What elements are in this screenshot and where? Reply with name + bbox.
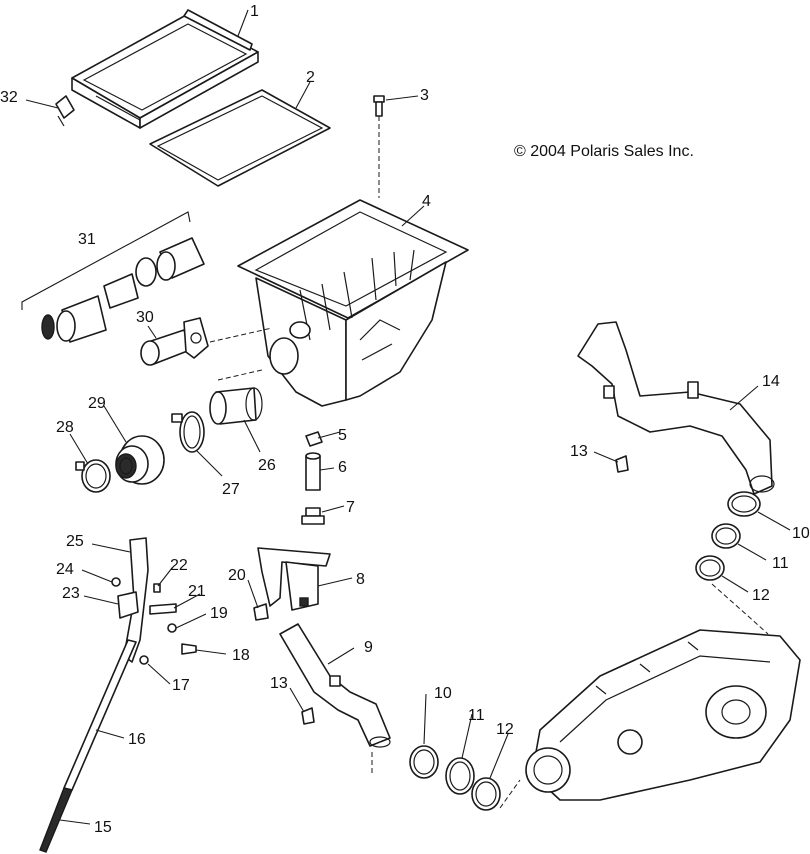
callout-22: 22: [170, 557, 188, 574]
callout-13-lower: 13: [270, 675, 288, 692]
seal-12-lower: [471, 777, 501, 811]
callout-10-right: 10: [792, 525, 810, 542]
lever-23: [117, 591, 139, 619]
filter-gasket: [149, 89, 331, 187]
screw-13-upper: [615, 455, 629, 473]
callout-26: 26: [258, 457, 276, 474]
screw-20: [253, 603, 269, 621]
callout-32: 32: [0, 89, 18, 106]
clamp-5: [305, 431, 323, 447]
drain-tube-6: [305, 452, 321, 491]
callout-17: 17: [172, 677, 190, 694]
callout-16: 16: [128, 731, 146, 748]
callout-5: 5: [338, 427, 347, 444]
callout-3: 3: [420, 87, 429, 104]
callout-7: 7: [346, 499, 355, 516]
clamp-11-lower: [445, 757, 475, 795]
callout-13-upper: 13: [570, 443, 588, 460]
nut-17: [139, 655, 149, 665]
screw-13-lower: [301, 707, 315, 725]
callout-9: 9: [364, 639, 373, 656]
callout-12-lower: 12: [496, 721, 514, 738]
outlet-duct-14: [577, 321, 773, 495]
callout-12-right: 12: [752, 587, 770, 604]
callout-14: 14: [762, 373, 780, 390]
intake-elbow: [140, 317, 209, 366]
hose-clamp-27: [171, 411, 205, 453]
callout-15: 15: [94, 819, 112, 836]
washer-24: [111, 577, 121, 587]
hose-clamp-28: [75, 459, 111, 493]
callout-8: 8: [356, 571, 365, 588]
clip-32: [55, 95, 75, 127]
callout-29: 29: [88, 395, 106, 412]
intake-kit: [41, 237, 205, 343]
callout-21: 21: [188, 583, 206, 600]
clamp-10-upper: [727, 491, 761, 517]
seal-12-upper: [695, 555, 725, 581]
copyright-notice: © 2004 Polaris Sales Inc.: [514, 143, 694, 160]
callout-11-lower: 11: [468, 707, 485, 724]
callout-labels: 1 2 3 4 5 6 7 8 9 10 10 11 11 12 12 13 1…: [0, 3, 810, 836]
callout-27: 27: [222, 481, 240, 498]
airbox: [237, 199, 469, 407]
callout-1: 1: [250, 3, 259, 20]
callout-19: 19: [210, 605, 228, 622]
callout-4: 4: [422, 193, 431, 210]
callout-25: 25: [66, 533, 84, 550]
callout-31: 31: [78, 231, 96, 248]
callout-23: 23: [62, 585, 80, 602]
screw-3: [373, 95, 385, 117]
leader-lines: [25, 9, 791, 825]
callout-30: 30: [136, 309, 154, 326]
clamp-11-upper: [711, 523, 741, 549]
callout-20: 20: [228, 567, 246, 584]
cvt-cover: [525, 629, 801, 801]
callout-24: 24: [56, 561, 74, 578]
callout-2: 2: [306, 69, 315, 86]
shaft-21: [149, 603, 177, 615]
clamp-10-lower: [409, 745, 439, 779]
bolt-18: [181, 643, 197, 655]
bracket-8: [257, 547, 331, 611]
callout-10-lower: 10: [434, 685, 452, 702]
intake-boot: [115, 435, 165, 485]
callout-6: 6: [338, 459, 347, 476]
drain-plug-7: [301, 507, 325, 525]
cable-16: [63, 639, 137, 791]
washer-19: [167, 623, 177, 633]
callout-11-right: 11: [772, 555, 789, 572]
cable-end-15: [39, 787, 73, 853]
airbox-lid: [71, 9, 259, 129]
pin-22: [153, 583, 161, 593]
callout-18: 18: [232, 647, 250, 664]
clamp-ring-26: [209, 387, 263, 425]
callout-28: 28: [56, 419, 74, 436]
